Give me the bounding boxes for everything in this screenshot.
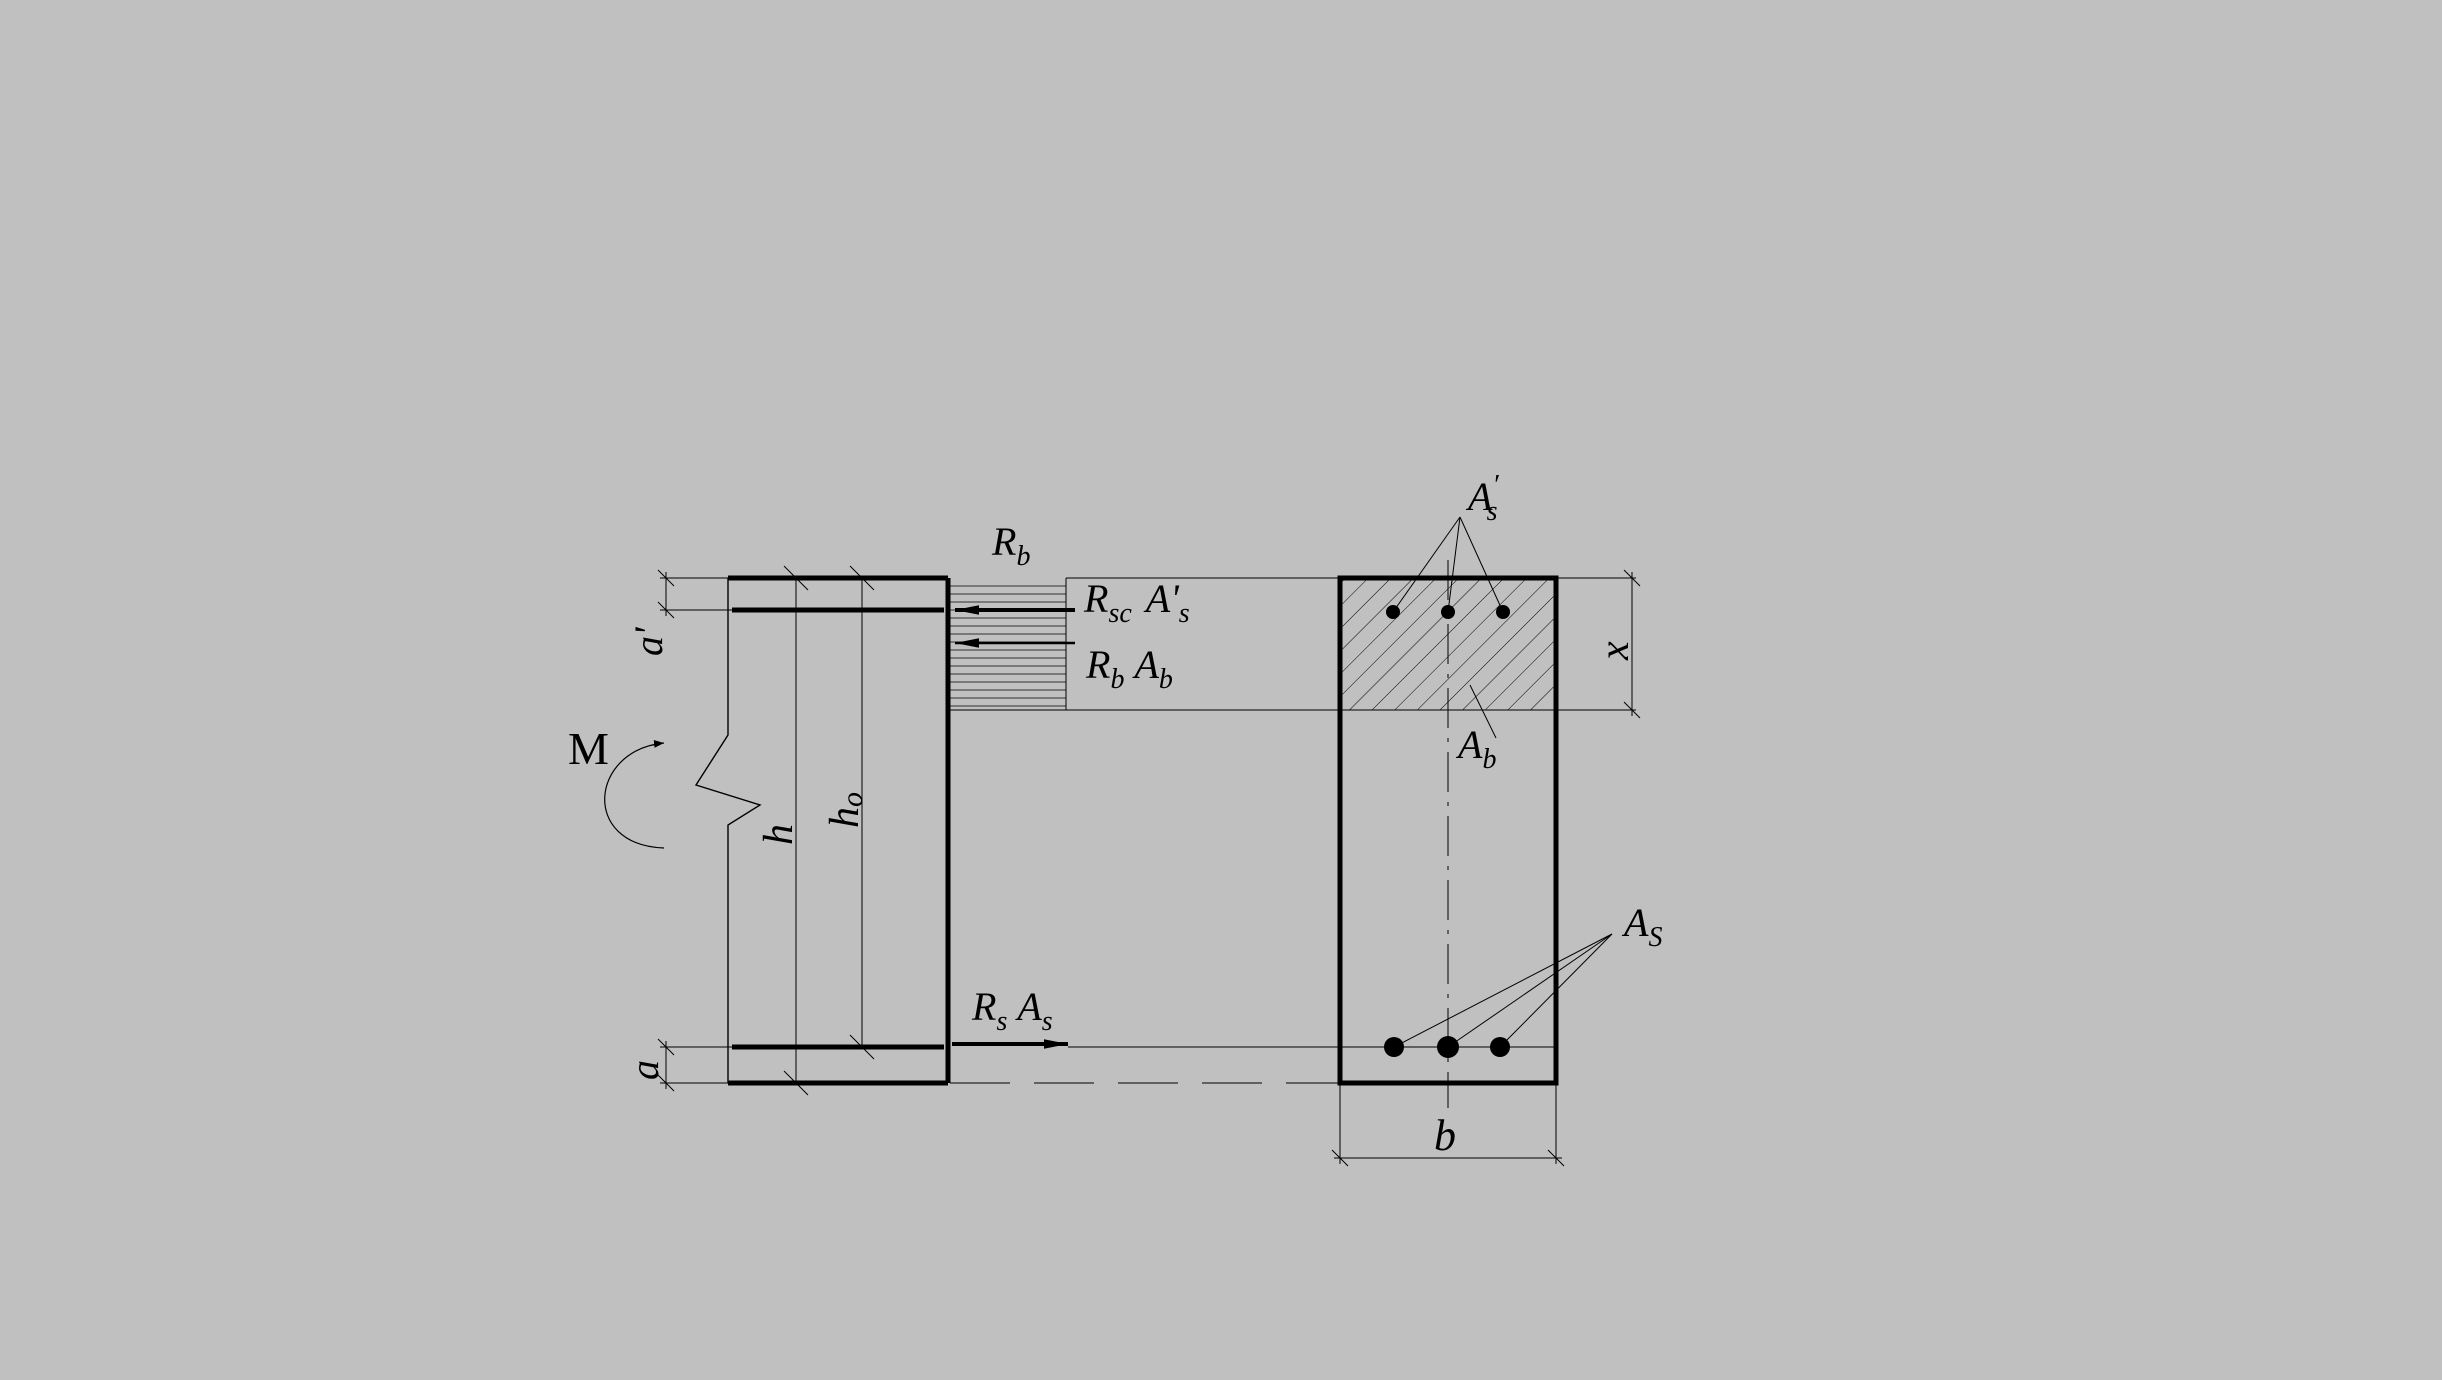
label-rb: Rb [991,519,1030,572]
dim-b-tick-right [1547,1149,1565,1167]
dim-abot-tick-a [657,1038,675,1056]
projection-lines [950,577,1340,1084]
dim-atop-tick-b [657,601,675,619]
stress-block-hatch [950,585,1066,707]
dim-abot-tick-b [657,1074,675,1092]
label-a-top: a' [626,626,671,656]
label-as-top: A′s [1465,470,1499,527]
label-x: x [1592,641,1638,661]
leader-as-bottom-3 [1499,933,1613,1048]
label-b: b [1434,1111,1456,1160]
leader-ab [1469,684,1497,739]
moment-arrow [604,739,665,849]
dim-h0-tick-top [849,565,875,591]
leader-as-top-2 [1447,516,1461,613]
dim-h-tick-top [783,565,809,591]
leader-as-bottom-1 [1393,933,1613,1048]
beam-elevation: h ho a' a M [568,565,951,1096]
dim-x-tick-bottom [1623,701,1641,719]
label-h: h [756,824,802,845]
dim-h-tick-bottom [783,1070,809,1096]
dim-b-tick-left [1331,1149,1349,1167]
label-h0: ho [822,792,869,828]
label-as-bottom: AS [1621,900,1662,953]
leader-as-top-3 [1459,516,1504,613]
dim-x-tick-top [1623,569,1641,587]
leader-as-top-1 [1392,516,1461,613]
beam-break-line [694,578,762,1083]
label-moment: M [568,723,609,774]
dim-atop-tick-a [657,569,675,587]
label-a-bottom: a [622,1060,667,1080]
dim-h0-tick-bottom [849,1034,875,1060]
label-ab: Ab [1455,722,1496,775]
cross-section: A′s Ab AS x b [1331,470,1662,1167]
leader-as-bottom-2 [1447,933,1613,1048]
